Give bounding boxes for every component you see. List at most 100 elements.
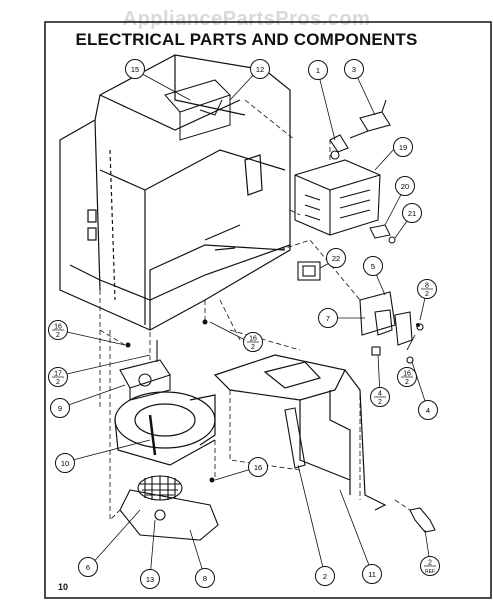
callout-number: 15 — [131, 65, 139, 74]
callout-c17: 172 — [48, 367, 68, 387]
callout-c19: 19 — [393, 137, 413, 157]
callout-number: 20 — [401, 182, 409, 191]
callout-circle — [195, 568, 215, 588]
callout-circle — [326, 248, 346, 268]
screw-21 — [388, 236, 396, 244]
high-voltage-diode — [329, 134, 349, 160]
callout-number: 5 — [371, 262, 375, 271]
callout-leaders — [57, 69, 431, 579]
callout-c22: 22 — [326, 248, 346, 268]
stirrer-rod — [284, 407, 306, 469]
callout-circle — [395, 176, 415, 196]
callout-number: 16 — [403, 371, 411, 378]
callout-sub: REF — [425, 569, 435, 575]
fan-shroud — [114, 391, 216, 466]
callout-circle — [418, 400, 438, 420]
chassis — [59, 54, 291, 331]
callout-c8: 8 — [195, 568, 215, 588]
callout-number: 19 — [399, 143, 407, 152]
callout-c3: 3 — [344, 59, 364, 79]
callout-number: 4 — [378, 391, 382, 398]
callout-sub: 2 — [56, 332, 60, 339]
callout-c16c: 162 — [397, 367, 417, 387]
callout-circle — [308, 60, 328, 80]
top-fuse-assembly — [164, 79, 231, 141]
callout-circle — [362, 564, 382, 584]
page-number: 10 — [58, 582, 69, 592]
callout-c13: 13 — [140, 569, 160, 589]
callout-circle — [315, 566, 335, 586]
callout-c11: 11 — [362, 564, 382, 584]
callout-circle — [125, 59, 145, 79]
diagram-title: ELECTRICAL PARTS AND COMPONENTS — [75, 30, 418, 49]
callout-number: 11 — [368, 570, 376, 579]
callout-sub: 2 — [425, 291, 429, 298]
assembly-leader-lines — [99, 99, 411, 521]
thermal-cutout — [297, 261, 321, 281]
callout-c9: 9 — [50, 398, 70, 418]
page-border — [44, 21, 492, 599]
callout-c6: 6 — [78, 557, 98, 577]
callout-sub: 2 — [251, 344, 255, 351]
callout-c4a: 42 — [370, 387, 390, 407]
callout-number: 7 — [326, 314, 330, 323]
callout-number: 22 — [332, 254, 340, 263]
callout-number: 9 — [58, 404, 62, 413]
fan-blade — [137, 475, 183, 501]
callout-circle — [250, 59, 270, 79]
callout-number: 2 — [323, 572, 327, 581]
callout-number: 8 — [203, 574, 207, 583]
fan-base-plate — [119, 489, 219, 541]
callout-c20: 20 — [395, 176, 415, 196]
magnetron — [294, 159, 381, 236]
callout-c15: 15 — [125, 59, 145, 79]
callout-circle — [344, 59, 364, 79]
switch-bracket — [359, 291, 424, 364]
callout-c8a: 82 — [417, 279, 437, 299]
callout-sub: 2 — [378, 399, 382, 406]
callout-number: 8 — [425, 283, 429, 290]
capacitor — [349, 99, 391, 139]
callout-number: 16 — [254, 463, 262, 472]
callout-circle — [55, 453, 75, 473]
callout-number: 1 — [316, 66, 320, 75]
callout-c16d: 16 — [248, 457, 268, 477]
small-bracket — [369, 224, 391, 239]
callout-circle — [393, 137, 413, 157]
callout-c2: 2 — [315, 566, 335, 586]
watermark: AppliancePartsPros.com — [122, 8, 371, 30]
callout-c12: 12 — [250, 59, 270, 79]
callout-c16b: 162 — [243, 332, 263, 352]
callout-number: 13 — [146, 575, 154, 584]
callout-number: 4 — [426, 406, 430, 415]
air-guide — [213, 354, 387, 511]
callout-number: 6 — [86, 563, 90, 572]
callout-c10: 10 — [55, 453, 75, 473]
callout-circle — [248, 457, 268, 477]
callout-circle — [318, 308, 338, 328]
callout-number: 12 — [256, 65, 264, 74]
callout-c5: 5 — [363, 256, 383, 276]
callout-c16a: 162 — [48, 320, 68, 340]
callout-c1: 1 — [308, 60, 328, 80]
callout-circle — [402, 203, 422, 223]
callout-number: 17 — [54, 371, 62, 378]
callout-number: 21 — [408, 209, 416, 218]
callout-c4: 4 — [418, 400, 438, 420]
callout-number: 16 — [249, 336, 257, 343]
callout-number: 10 — [61, 459, 69, 468]
callout-circle — [78, 557, 98, 577]
callout-c7: 7 — [318, 308, 338, 328]
screws — [125, 319, 420, 483]
callout-number: 16 — [54, 324, 62, 331]
callout-sub: 2 — [56, 379, 60, 386]
callout-circle — [363, 256, 383, 276]
fan-motor — [119, 340, 171, 401]
callout-sub: 2 — [405, 379, 409, 386]
callout-circle — [50, 398, 70, 418]
callout-number: 3 — [352, 65, 356, 74]
